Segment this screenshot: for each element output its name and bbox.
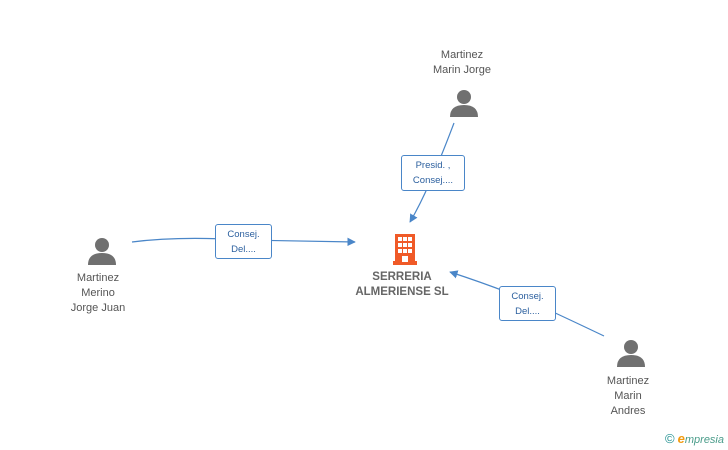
person-label-merino-jorge-juan[interactable]: Martinez Merino Jorge Juan (38, 271, 158, 316)
copyright-symbol: © (665, 431, 675, 446)
role-line: Presid. , (415, 160, 451, 171)
role-line: Consej. (511, 291, 544, 302)
person-name-line: Martinez (440, 49, 484, 61)
person-label-marin-andres[interactable]: Martinez Marin Andres (568, 374, 688, 419)
person-name-line: Martinez (606, 375, 650, 387)
building-icon[interactable] (391, 231, 419, 265)
role-box-marin-andres[interactable]: Consej. Del.... (499, 286, 556, 321)
person-name-line: Jorge Juan (70, 302, 126, 314)
role-line: Del.... (231, 244, 256, 255)
person-name-line: Marin Jorge (432, 64, 492, 76)
company-name-line2: ALMERIENSE SL (355, 286, 449, 298)
person-name-line: Martinez (76, 272, 120, 284)
empresia-watermark: ©empresia (665, 431, 724, 446)
empresia-logo-text: mpresia (684, 434, 724, 446)
empresia-logo-e: e (677, 431, 685, 446)
role-line: Consej. (227, 229, 260, 240)
person-name-line: Marin (614, 390, 642, 402)
role-line: Consej.... (412, 175, 454, 186)
company-name-line1: SERRERIA (372, 271, 432, 283)
person-icon[interactable] (449, 88, 479, 118)
person-name-line: Merino (81, 287, 115, 299)
company-name[interactable]: SERRERIA ALMERIENSE SL (332, 270, 472, 300)
person-icon[interactable] (616, 338, 646, 368)
role-box-merino-jorge-juan[interactable]: Consej. Del.... (215, 224, 272, 259)
person-icon[interactable] (87, 236, 117, 266)
person-name-line: Andres (610, 405, 646, 417)
person-label-marin-jorge[interactable]: Martinez Marin Jorge (402, 48, 522, 78)
role-box-marin-jorge[interactable]: Presid. , Consej.... (401, 155, 465, 191)
role-line: Del.... (515, 306, 540, 317)
